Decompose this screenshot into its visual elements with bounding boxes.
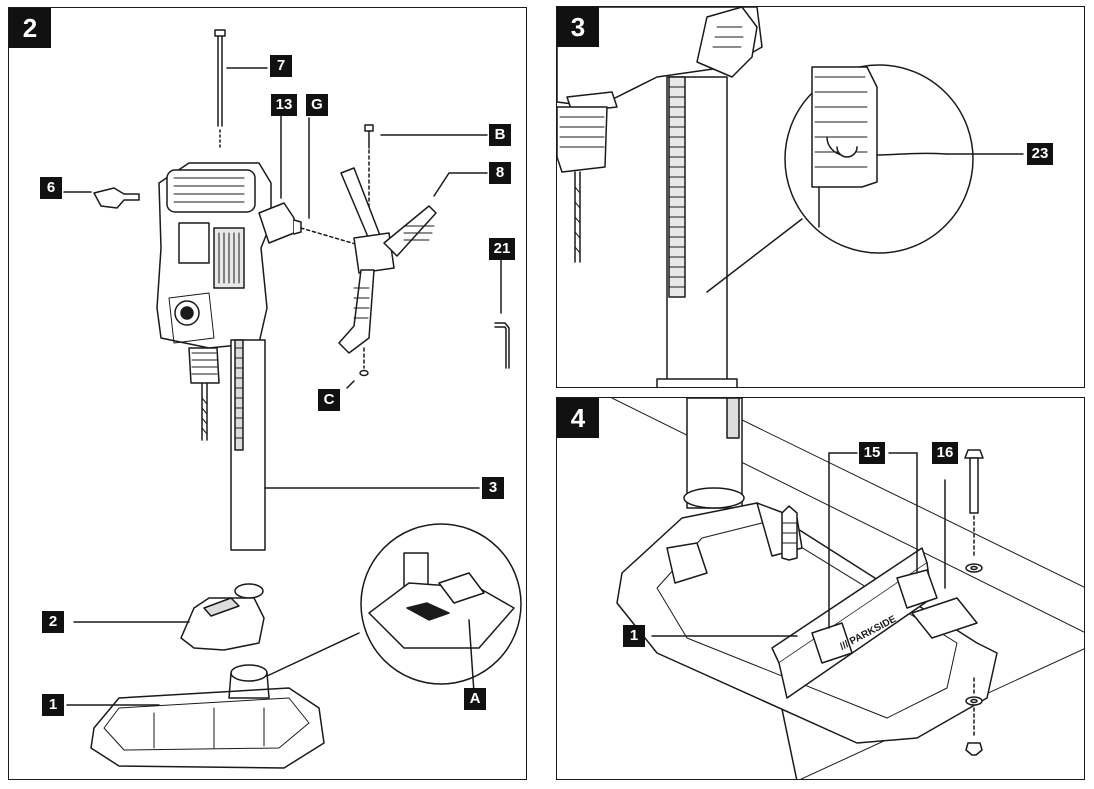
collar-13 <box>258 202 302 244</box>
label-C: C <box>318 389 340 411</box>
label-8: 8 <box>489 162 511 184</box>
fence-15 <box>771 547 938 699</box>
label-G: G <box>306 94 328 116</box>
chuck <box>557 106 608 263</box>
label-1: 1 <box>42 694 64 716</box>
label-21: 21 <box>489 238 515 260</box>
rack-detail-23 <box>811 66 948 228</box>
panel-number: 4 <box>557 398 599 438</box>
panel-4-drawing: /// PARKSIDE <box>611 398 1084 779</box>
long-screw-7 <box>214 29 226 151</box>
panel-3: 3 23 <box>556 6 1085 388</box>
base-plate-1 <box>90 664 325 769</box>
three-arm-handle-8 <box>338 167 437 354</box>
column <box>683 398 745 509</box>
washers-and-nut <box>965 563 983 756</box>
panel-number: 2 <box>9 8 51 48</box>
label-3: 3 <box>482 477 504 499</box>
label-7: 7 <box>270 55 292 77</box>
panel-3-drawing <box>557 7 1024 387</box>
clamp-block-16 <box>911 597 978 639</box>
label-6: 6 <box>40 177 62 199</box>
label-15: 15 <box>859 442 885 464</box>
panel-2: 2 7 13 G B 6 8 21 C 3 2 A 1 <box>8 7 527 780</box>
panel-number: 3 <box>557 7 599 47</box>
label-16: 16 <box>932 442 958 464</box>
column-clamp-2 <box>180 583 265 651</box>
label-23: 23 <box>1027 143 1053 165</box>
bolt <box>964 449 984 559</box>
label-B: B <box>489 124 511 146</box>
detail-A <box>368 552 515 649</box>
label-13: 13 <box>271 94 297 116</box>
label-A: A <box>464 688 486 710</box>
column-3 <box>230 339 266 551</box>
panel-2-drawing <box>63 29 522 769</box>
drill-body <box>156 162 272 441</box>
chuck-key-6 <box>93 187 140 209</box>
tightening-screw <box>781 505 798 561</box>
panel-4: /// PARKSIDE 4 15 16 1 <box>556 397 1085 780</box>
screw-B <box>364 124 374 229</box>
column-with-rack <box>656 76 738 387</box>
label-1: 1 <box>623 625 645 647</box>
hex-key-21 <box>494 257 510 369</box>
label-2: 2 <box>42 611 64 633</box>
